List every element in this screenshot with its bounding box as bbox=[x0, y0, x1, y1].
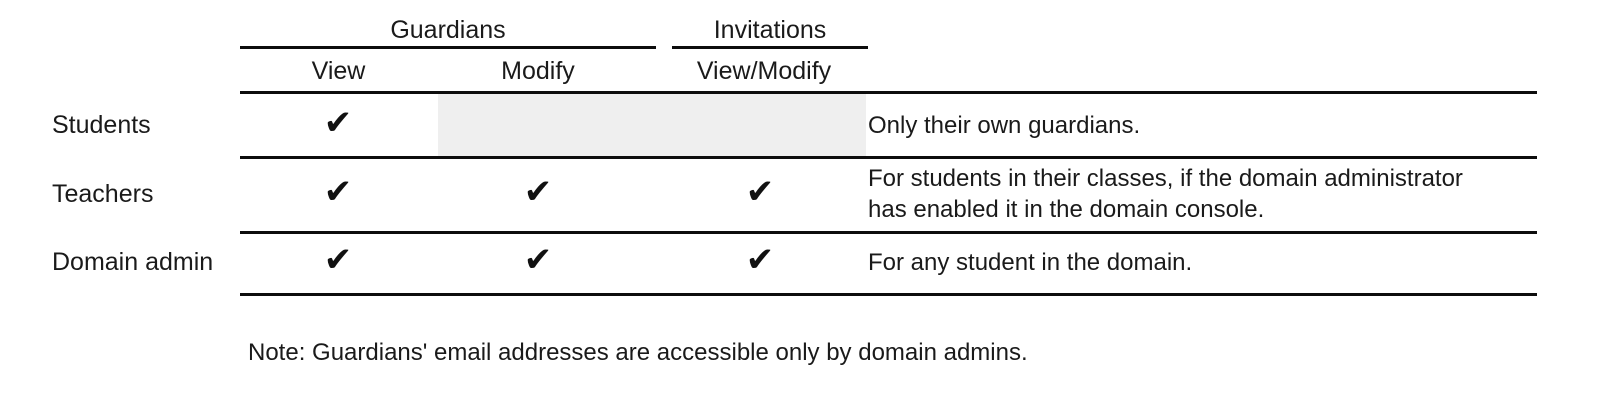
note-domain-admin-line-1: For any student in the domain. bbox=[868, 249, 1193, 276]
note-students: Only their own guardians. bbox=[868, 110, 1528, 141]
note-students-line-1: Only their own guardians. bbox=[868, 112, 1141, 139]
check-icon-domain-admin-guardians-modify: ✔ bbox=[523, 240, 553, 280]
table-footnote: Note: Guardians' email addresses are acc… bbox=[248, 339, 1028, 366]
table-rule-bottom bbox=[240, 293, 1537, 296]
check-icon-teachers-guardians-view: ✔ bbox=[323, 172, 353, 212]
table-rule-row-2 bbox=[240, 231, 1537, 234]
table-rule-row-1 bbox=[240, 156, 1537, 159]
cell-not-applicable-students bbox=[438, 94, 866, 156]
row-label-teachers: Teachers bbox=[52, 180, 154, 208]
check-icon-students-guardians-view: ✔ bbox=[323, 103, 353, 143]
check-icon-domain-admin-guardians-view: ✔ bbox=[323, 240, 353, 280]
row-label-domain-admin: Domain admin bbox=[52, 248, 214, 276]
check-icon-teachers-guardians-modify: ✔ bbox=[523, 172, 553, 212]
check-icon-domain-admin-invitations: ✔ bbox=[745, 240, 775, 280]
note-teachers: For students in their classes, if the do… bbox=[868, 163, 1528, 225]
column-header-modify: Modify bbox=[501, 57, 575, 85]
note-domain-admin: For any student in the domain. bbox=[868, 247, 1528, 278]
column-group-header-invitations: Invitations bbox=[713, 16, 827, 44]
column-group-rule-invitations bbox=[672, 46, 868, 49]
note-teachers-line-1: For students in their classes, if the do… bbox=[868, 165, 1463, 192]
column-header-view: View bbox=[311, 57, 366, 85]
check-icon-teachers-invitations: ✔ bbox=[745, 172, 775, 212]
table-rule-header bbox=[240, 91, 1537, 94]
column-header-view-modify: View/Modify bbox=[696, 57, 832, 85]
column-group-header-guardians: Guardians bbox=[390, 16, 506, 44]
note-teachers-line-2: has enabled it in the domain console. bbox=[868, 196, 1265, 223]
row-label-students: Students bbox=[52, 111, 151, 139]
column-group-rule-guardians bbox=[240, 46, 656, 49]
